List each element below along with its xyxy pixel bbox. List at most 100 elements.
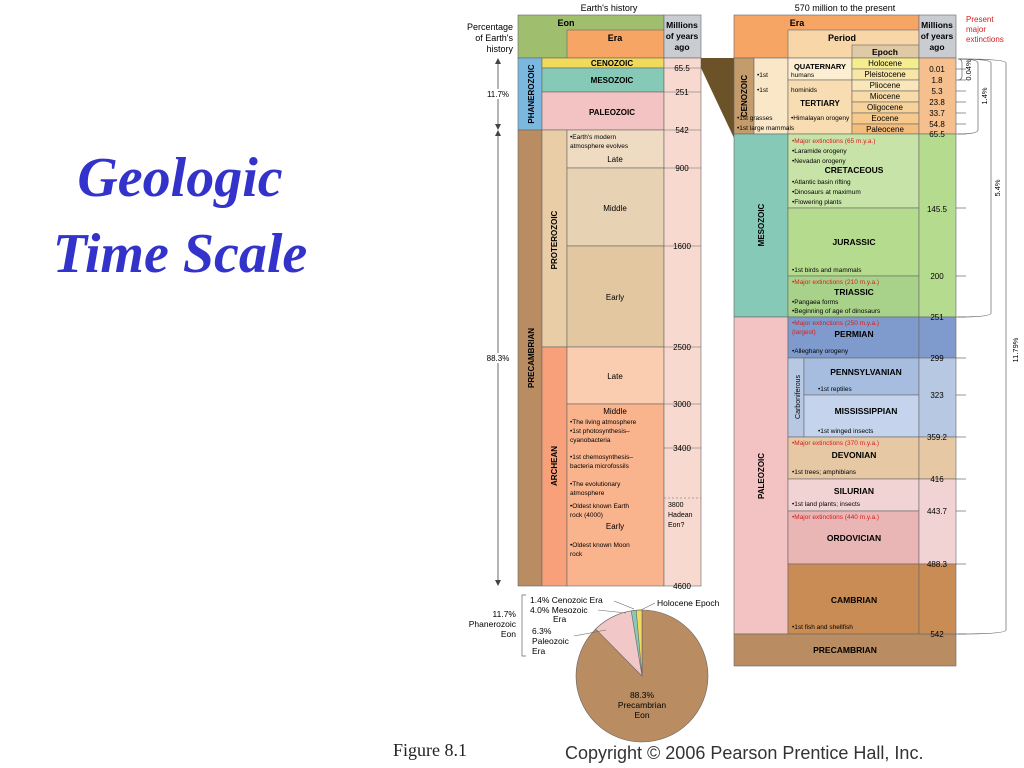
eocene-label: Eocene bbox=[871, 114, 899, 123]
pie-bracket bbox=[521, 594, 526, 657]
cretaceous-label: CRETACEOUS bbox=[825, 165, 884, 175]
archean-late-cell bbox=[566, 346, 665, 405]
slide-title: Geologic Time Scale bbox=[30, 140, 330, 292]
right-age-54-8: 54.8 bbox=[929, 120, 945, 129]
note-moon-1: •Oldest known Moon bbox=[570, 542, 630, 549]
pennsylvanian-label: PENNSYLVANIAN bbox=[830, 367, 901, 377]
myr-header-1: Millions bbox=[666, 20, 698, 30]
proterozoic-late-cell bbox=[566, 129, 665, 169]
cambrian-label: CAMBRIAN bbox=[831, 595, 877, 605]
left-mesozoic-label: MESOZOIC bbox=[591, 76, 634, 85]
right-age-200: 200 bbox=[930, 272, 944, 281]
phanerozoic-eon-cell bbox=[517, 57, 543, 131]
pie-leader-paleozoic bbox=[573, 629, 607, 637]
note-atmosphere-2: atmosphere evolves bbox=[570, 143, 629, 150]
right-panel-title: 570 million to the present bbox=[795, 3, 896, 13]
extinction-tick-marks bbox=[956, 68, 966, 635]
miocene-label: Miocene bbox=[870, 92, 901, 101]
left-age-3400: 3400 bbox=[673, 444, 691, 453]
ceno-note-mammals: •1st large mammals bbox=[737, 125, 795, 132]
bracket-pct-mesozoic: 5.4% bbox=[993, 179, 1002, 196]
left-paleozoic-cell bbox=[541, 91, 665, 131]
left-age-65: 65.5 bbox=[674, 64, 690, 73]
ceno-note-hominids: hominids bbox=[791, 87, 818, 94]
zoom-connector bbox=[701, 58, 734, 138]
paleocene-label: Paleocene bbox=[866, 125, 904, 134]
permian-cell bbox=[787, 316, 920, 359]
note-pennsylvanian-1: •1st reptiles bbox=[818, 386, 852, 393]
proterozoic-late-label: Late bbox=[607, 155, 623, 164]
right-age-65-5: 65.5 bbox=[929, 130, 945, 139]
extinction-header-1: Present bbox=[966, 15, 994, 24]
note-evolutionary-2: atmosphere bbox=[570, 490, 605, 497]
arrow-head-icon bbox=[495, 580, 501, 586]
right-age-443-7: 443.7 bbox=[927, 507, 948, 516]
note-devonian-1: •Major extinctions (370 m.y.a.) bbox=[792, 440, 879, 447]
cenozoic-notes-cell bbox=[753, 57, 789, 135]
right-myr-header-1: Millions bbox=[921, 20, 953, 30]
devonian-label: DEVONIAN bbox=[832, 450, 877, 460]
right-mesozoic-era-label: MESOZOIC bbox=[757, 203, 766, 246]
bracket-quaternary bbox=[957, 58, 963, 81]
right-age-5-3: 5.3 bbox=[931, 87, 943, 96]
note-silurian-1: •1st land plants; insects bbox=[792, 501, 861, 508]
right-age-145-5: 145.5 bbox=[927, 205, 948, 214]
note-moon-2: rock bbox=[570, 551, 583, 558]
pie-label-phanerozoic: Phanerozoic bbox=[469, 619, 517, 629]
left-age-3000: 3000 bbox=[673, 400, 691, 409]
note-chemo-1: •1st chemosynthesis– bbox=[570, 454, 633, 461]
right-myr-cambrian bbox=[918, 563, 957, 635]
note-cretaceous-1: •Major extinctions (65 m.y.a.) bbox=[792, 138, 875, 145]
note-cretaceous-3: •Nevadan orogeny bbox=[792, 158, 846, 165]
ordovician-label: ORDOVICIAN bbox=[827, 533, 881, 543]
slide-title-line-2: Time Scale bbox=[52, 223, 308, 285]
pie-cenozoic-slice bbox=[635, 609, 643, 677]
note-triassic-1: •Major extinctions (210 m.y.a.) bbox=[792, 279, 879, 286]
bracket-pct-quaternary: 0.04% bbox=[964, 59, 973, 81]
eon-header-label: Eon bbox=[558, 18, 575, 28]
cretaceous-cell bbox=[787, 133, 920, 209]
phanerozoic-pct: 11.7% bbox=[487, 90, 509, 99]
archean-early-label: Early bbox=[606, 522, 624, 531]
bracket-pct-paleozoic: 11.79% bbox=[1011, 337, 1020, 362]
label-mask bbox=[480, 89, 516, 99]
arrow-head-icon bbox=[495, 124, 501, 130]
precambrian-pct: 88.3% bbox=[487, 354, 510, 363]
copyright-notice: Copyright © 2006 Pearson Prentice Hall, … bbox=[565, 743, 924, 763]
note-triassic-3: •Beginning of age of dinosaurs bbox=[792, 308, 881, 315]
left-age-542: 542 bbox=[675, 126, 689, 135]
note-permian-1: •Major extinctions (250 m.y.a.) bbox=[792, 320, 879, 327]
note-silurian-2: •Major extinctions (440 m.y.a.) bbox=[792, 514, 879, 521]
ceno-note-grasses: •1st grasses bbox=[737, 115, 773, 122]
figure-label: Figure 8.1 bbox=[393, 740, 467, 760]
pie-label-phanerozoic-eon: Eon bbox=[501, 629, 516, 639]
pct-header-2: of Earth's bbox=[475, 33, 513, 43]
left-paleozoic-label: PALEOZOIC bbox=[589, 108, 635, 117]
hadean-1: 3800 bbox=[668, 502, 684, 509]
proterozoic-middle-cell bbox=[566, 167, 665, 247]
silurian-label: SILURIAN bbox=[834, 486, 874, 496]
archean-era-cell bbox=[541, 346, 568, 587]
extinction-header-2: major bbox=[966, 25, 986, 34]
tertiary-label: TERTIARY bbox=[800, 99, 840, 108]
left-mesozoic-cell bbox=[541, 67, 665, 93]
oligocene-label: Oligocene bbox=[867, 103, 904, 112]
label-mask bbox=[1010, 330, 1021, 370]
precambrian-eon-label: PRECAMBRIAN bbox=[527, 328, 536, 388]
bracket-pct-cenozoic: 1.4% bbox=[980, 87, 989, 104]
ceno-note-1st-a: •1st bbox=[757, 72, 768, 79]
note-cretaceous-2: •Laramide orogeny bbox=[792, 148, 847, 155]
myr-header-2: of years bbox=[666, 31, 699, 41]
pie-label-cenozoic: 1.4% Cenozoic Era bbox=[530, 595, 603, 605]
bracket-paleozoic bbox=[957, 58, 1007, 635]
pleistocene-label: Pleistocene bbox=[864, 70, 906, 79]
left-age-251: 251 bbox=[675, 88, 689, 97]
right-myr-header-2: of years bbox=[921, 31, 954, 41]
jurassic-label: JURASSIC bbox=[833, 237, 876, 247]
era-header-label: Era bbox=[608, 33, 624, 43]
note-cretaceous-5: •Dinosaurs at maximum bbox=[792, 189, 861, 196]
right-cenozoic-era-label: CENOZOIC bbox=[740, 75, 749, 117]
left-age-900: 900 bbox=[675, 164, 689, 173]
note-cretaceous-6: •Flowering plants bbox=[792, 199, 842, 206]
mississippian-cell bbox=[803, 394, 920, 438]
